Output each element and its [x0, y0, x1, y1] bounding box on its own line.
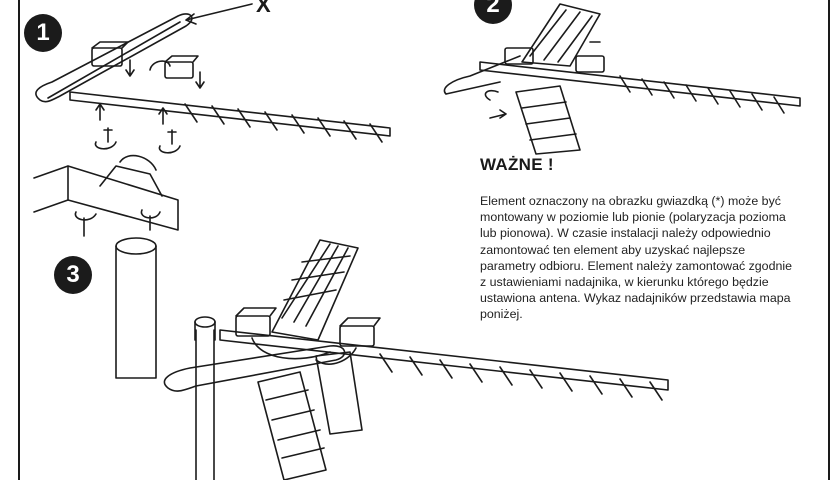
left-border-line [18, 0, 20, 480]
step1-antenna-drawing [35, 3, 391, 154]
step2-antenna-drawing [443, 3, 801, 155]
main-directors [379, 353, 663, 401]
step-3-badge: 3 [54, 256, 92, 294]
step-1-badge: 1 [24, 14, 62, 52]
notice-title: WAŻNE ! [480, 155, 554, 174]
cross-mark: X [256, 0, 271, 17]
notice-body: Element oznaczony na obrazku gwiazdką (*… [480, 194, 792, 322]
step1-directors [184, 103, 383, 143]
important-notice: WAŻNE ! Element oznaczony na obrazku gwi… [480, 155, 800, 323]
right-border-line [828, 0, 830, 480]
step-1-number: 1 [36, 19, 50, 46]
main-antenna-drawing [163, 239, 669, 480]
step3-clamp-detail [33, 154, 179, 379]
step-2-number: 2 [486, 0, 500, 18]
step2-directors [619, 75, 785, 114]
step-3-number: 3 [66, 261, 80, 288]
